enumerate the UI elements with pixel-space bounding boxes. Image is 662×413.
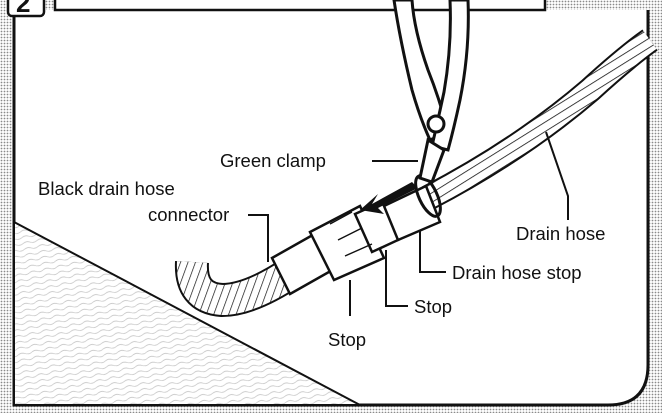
label-drain-hose-stop: Drain hose stop <box>452 262 582 283</box>
label-black-connector-line1: Black drain hose <box>38 178 175 199</box>
label-black-connector-line2: connector <box>148 204 229 225</box>
label-green-clamp: Green clamp <box>220 150 326 171</box>
label-stop-left: Stop <box>328 329 366 350</box>
header-bar <box>55 0 545 10</box>
step-number: 2 <box>16 0 30 18</box>
label-stop-right: Stop <box>414 296 452 317</box>
label-drain-hose: Drain hose <box>516 223 605 244</box>
